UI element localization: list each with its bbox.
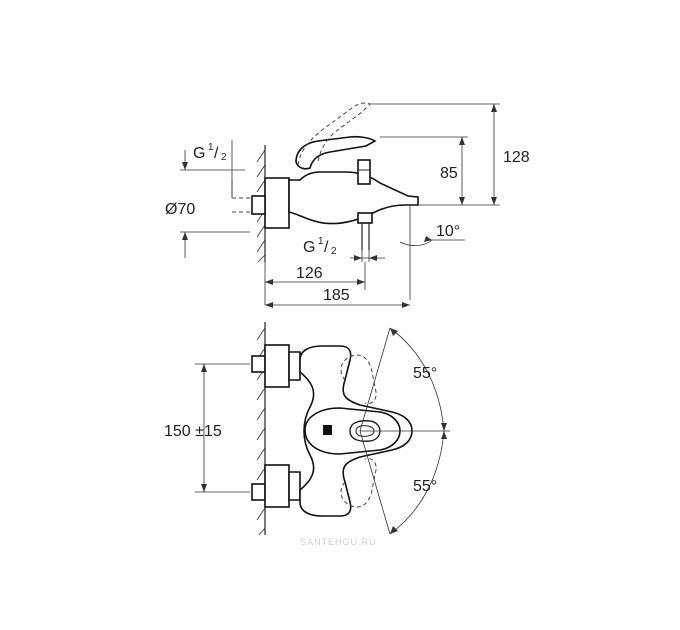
angle-arcs [359, 327, 450, 535]
lever-swing-lower [340, 458, 377, 508]
length-185-label: 185 [323, 287, 350, 304]
thread-bottom-den: 2 [331, 246, 337, 257]
watermark: SANTEHGU.RU [300, 537, 377, 547]
thread-bottom-slash: / [324, 239, 329, 256]
thread-top-slash: / [214, 145, 219, 162]
mixer-body [288, 171, 419, 225]
thread-bottom-prefix: G [303, 239, 315, 256]
wall-hatch-top [256, 322, 266, 536]
thread-top-prefix: G [193, 145, 205, 162]
thread-bottom-num: 1 [318, 236, 324, 247]
top-view: 150 ±15 55° 55° [164, 322, 450, 536]
angle-lower-label: 55° [413, 478, 437, 495]
side-view: G 1 / 2 Ø70 G 1 / 2 128 85 10° 126 185 [165, 102, 530, 308]
height-128-label: 128 [503, 149, 530, 166]
lever-swing-upper [340, 354, 377, 404]
angle-spout-label: 10° [436, 223, 460, 240]
lever-handle [295, 135, 377, 170]
wall-connection [232, 177, 290, 229]
length-126-label: 126 [296, 265, 323, 282]
thread-top-den: 2 [221, 152, 227, 163]
spacing-label: 150 ±15 [164, 423, 222, 440]
dim-spacing [195, 363, 250, 493]
lower-connection [251, 464, 301, 508]
angle-upper-label: 55° [413, 365, 437, 382]
dim-lines-side [180, 103, 500, 308]
upper-connection [251, 344, 301, 388]
lever-handle-raised [297, 102, 371, 166]
height-85-label: 85 [440, 165, 458, 182]
shower-outlet [357, 212, 373, 250]
diameter-label: Ø70 [165, 201, 195, 218]
diverter-knob [357, 159, 371, 185]
thread-top-num: 1 [208, 142, 214, 153]
